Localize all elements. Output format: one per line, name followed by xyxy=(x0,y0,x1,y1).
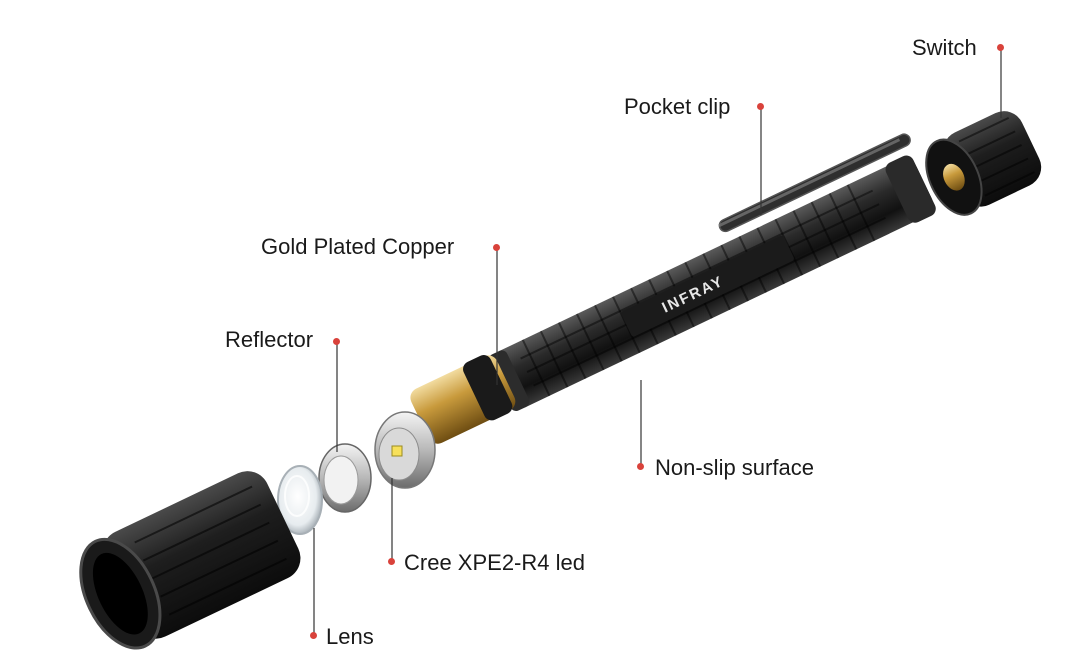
pocket-clip-dot xyxy=(757,103,764,110)
front-cap xyxy=(79,471,301,650)
led-module xyxy=(374,411,436,489)
reflector-label: Reflector xyxy=(225,327,314,352)
switch-label: Switch xyxy=(912,35,977,60)
cree-led-dot xyxy=(388,558,395,565)
body-tube: INFRAY xyxy=(488,155,936,411)
gold-copper-dot xyxy=(493,244,500,251)
switch-dot xyxy=(997,44,1004,51)
non-slip-surface-label: Non-slip surface xyxy=(655,455,814,480)
pocket-clip xyxy=(718,133,911,233)
lens-part xyxy=(277,465,323,535)
gold-plated-copper-label: Gold Plated Copper xyxy=(261,234,455,259)
cree-led-label: Cree XPE2-R4 led xyxy=(404,550,585,575)
tail-switch-cap xyxy=(925,111,1042,216)
pocket-clip-label: Pocket clip xyxy=(624,94,731,119)
gold-copper-head xyxy=(410,355,516,444)
lens-dot xyxy=(310,632,317,639)
reflector-part xyxy=(318,443,372,513)
reflector-dot xyxy=(333,338,340,345)
lens-label: Lens xyxy=(326,624,374,649)
non-slip-dot xyxy=(637,463,644,470)
